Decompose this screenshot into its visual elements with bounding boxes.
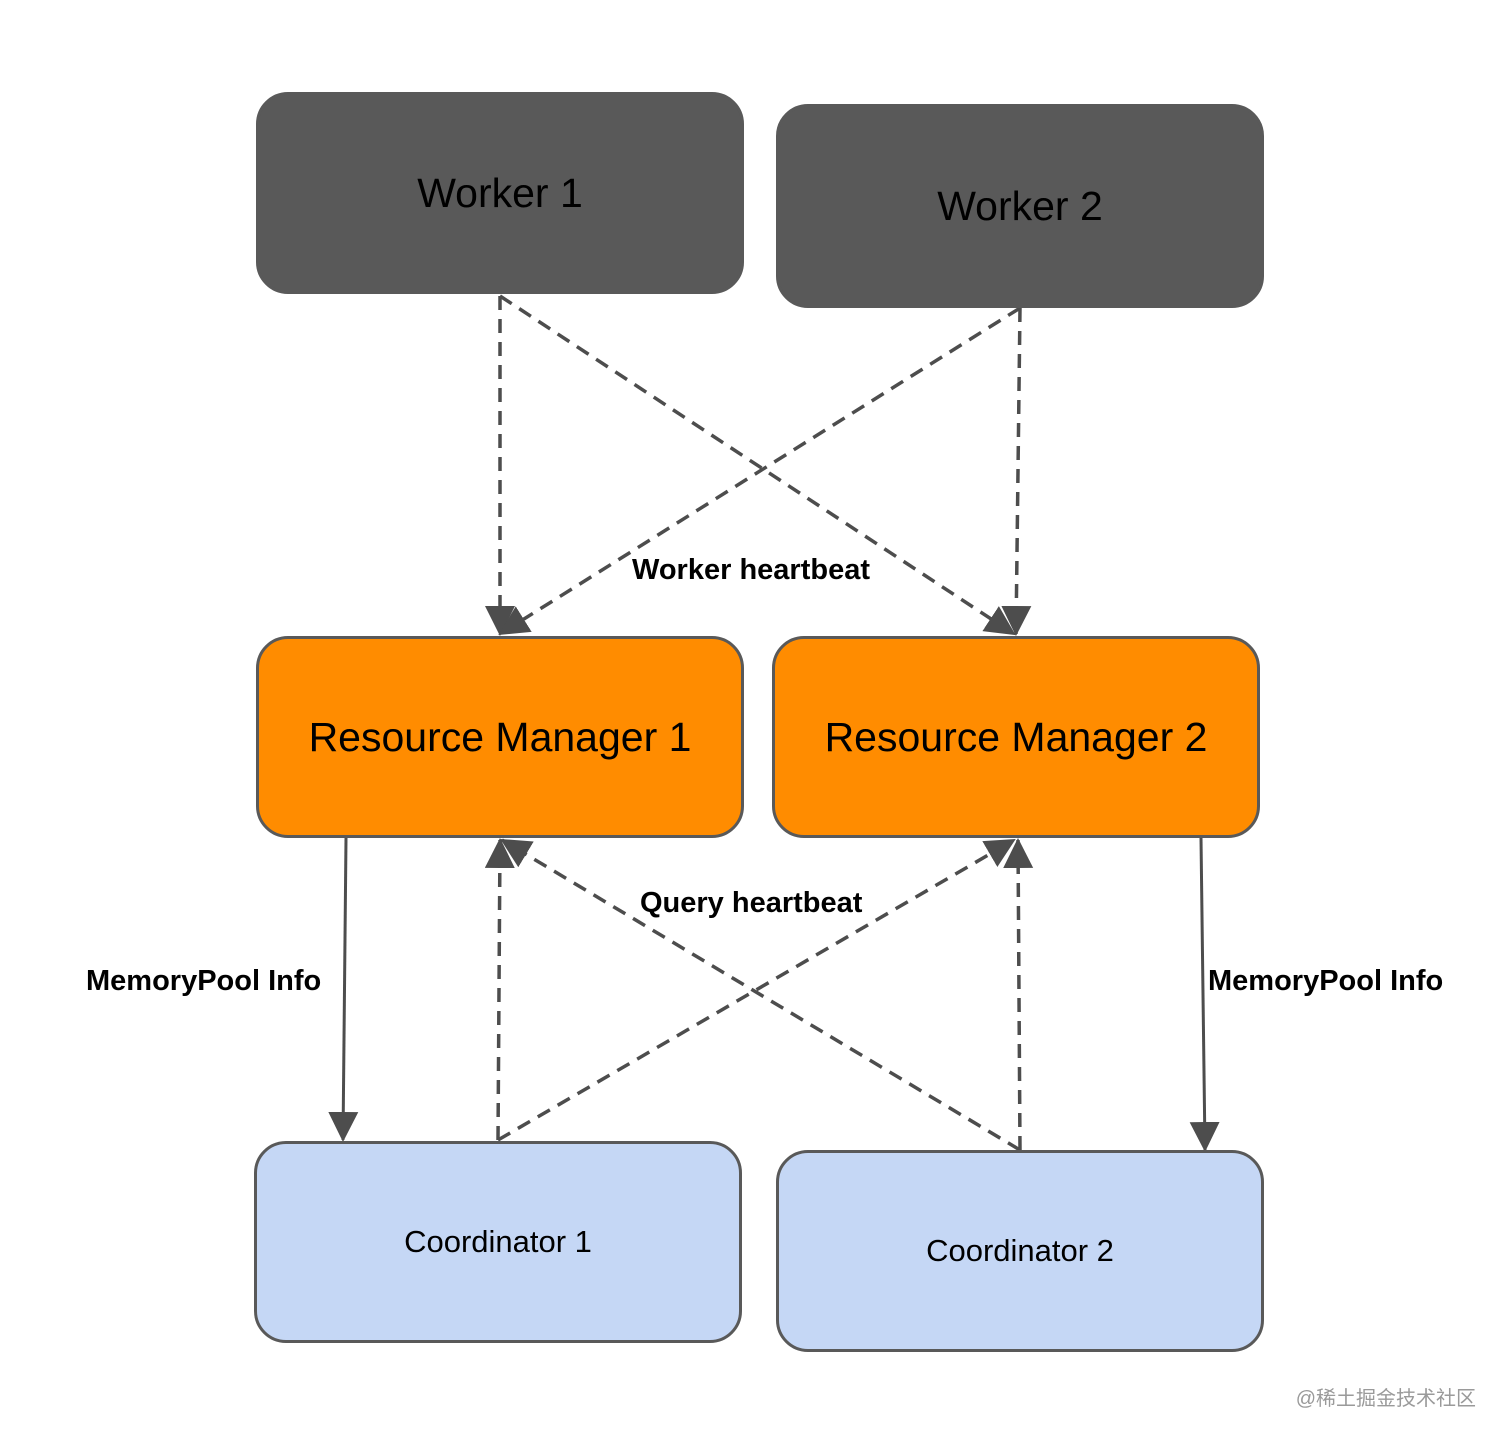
worker-1-node: Worker 1 — [256, 92, 744, 294]
memorypool-info-right-label: MemoryPool Info — [1208, 965, 1444, 997]
worker-1-label: Worker 1 — [417, 169, 583, 216]
coordinator-1-label: Coordinator 1 — [404, 1224, 592, 1259]
edge-worker1-rm2 — [499, 294, 1016, 636]
resource-manager-2-node: Resource Manager 2 — [772, 636, 1260, 838]
worker-2-node: Worker 2 — [776, 104, 1264, 308]
coordinator-2-node: Coordinator 2 — [776, 1150, 1264, 1352]
worker-2-label: Worker 2 — [937, 182, 1103, 229]
resource-manager-1-label: Resource Manager 1 — [308, 713, 692, 760]
watermark: @稀土掘金技术社区 — [1295, 1388, 1476, 1410]
resource-manager-1-node: Resource Manager 1 — [256, 636, 744, 838]
edge-rm2-coord2 — [1189, 837, 1220, 1152]
query-heartbeat-label: Query heartbeat — [640, 887, 863, 919]
edge-worker2-rm1 — [498, 306, 1021, 636]
coordinator-1-node: Coordinator 1 — [254, 1141, 742, 1343]
memorypool-info-left-label: MemoryPool Info — [86, 965, 322, 997]
worker-heartbeat-label: Worker heartbeat — [632, 554, 870, 586]
edge-coord1-rm1 — [484, 838, 515, 1141]
coordinator-2-label: Coordinator 2 — [926, 1233, 1114, 1268]
edge-coord2-rm1 — [500, 838, 1021, 1152]
edge-worker2-rm2 — [1001, 307, 1032, 636]
resource-manager-2-label: Resource Manager 2 — [824, 713, 1208, 760]
edge-coord2-rm2 — [1003, 838, 1034, 1151]
edge-rm1-coord1 — [328, 837, 359, 1142]
edge-coord1-rm2 — [497, 838, 1016, 1142]
